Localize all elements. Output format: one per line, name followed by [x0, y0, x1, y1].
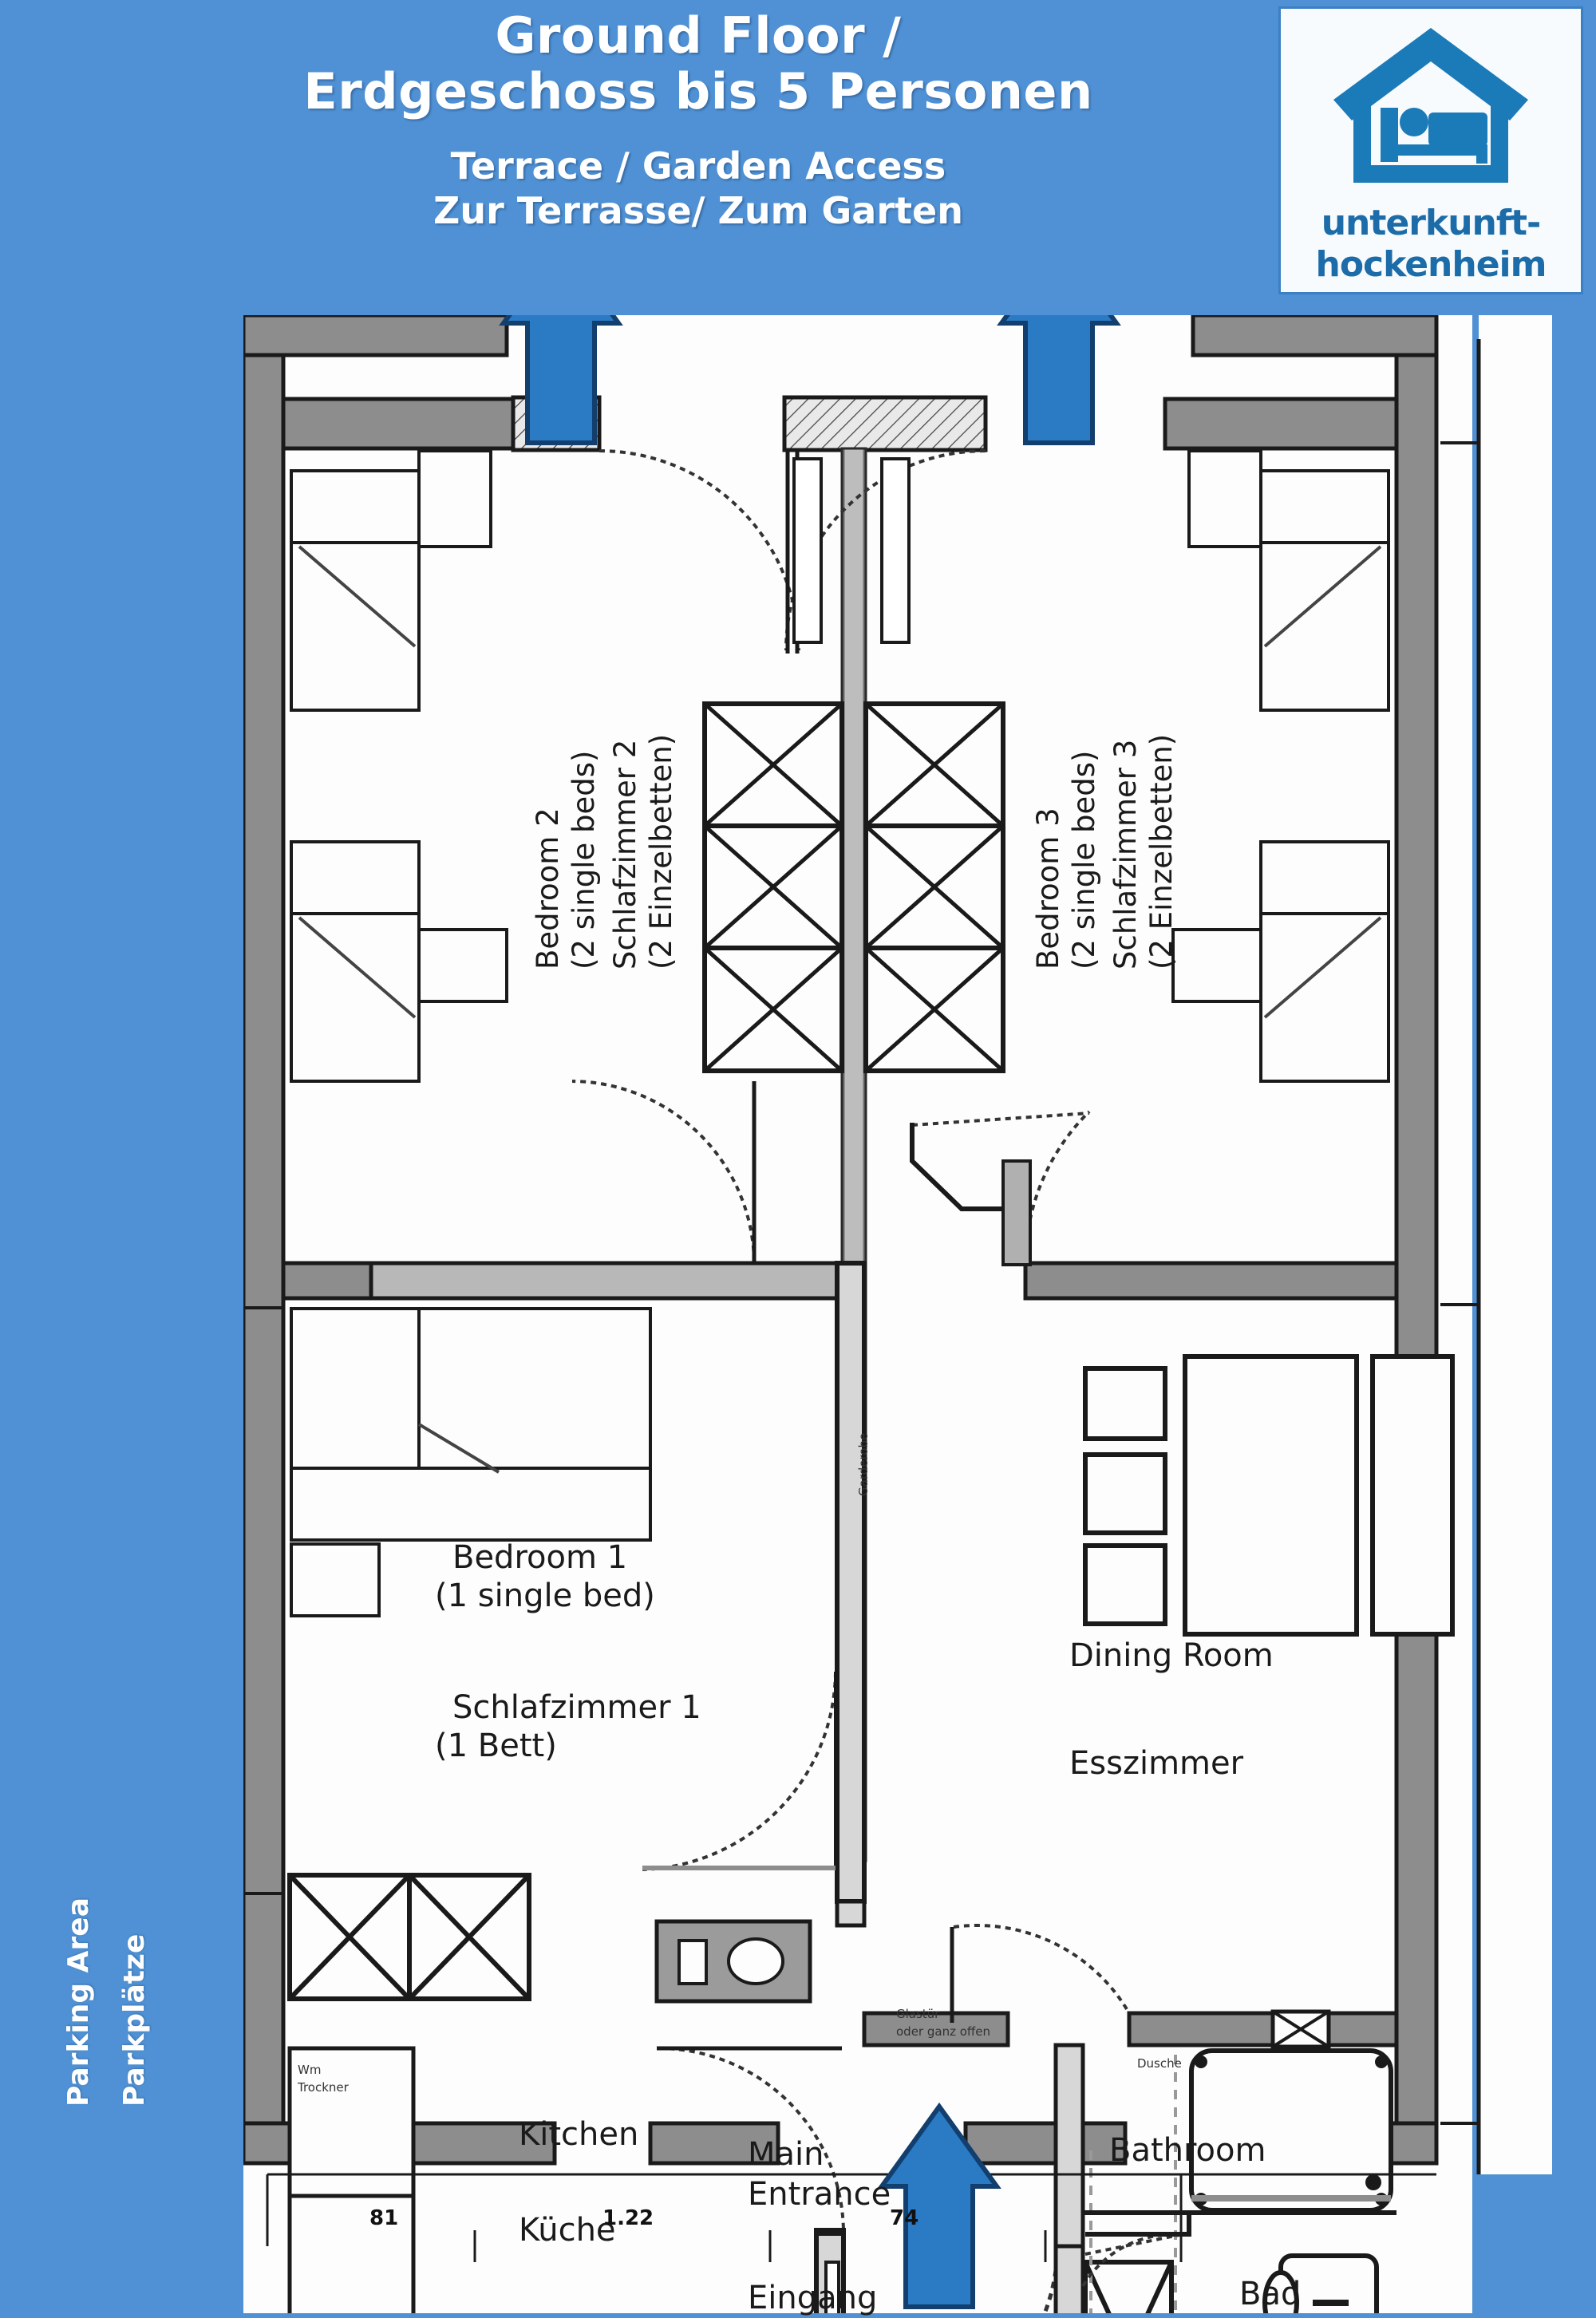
- bedroom-3-label-en-line-1: Bedroom 3: [1031, 808, 1065, 969]
- dimension-value-1: 81: [369, 2206, 399, 2230]
- bedroom-1-label-de-line-2: (1 Bett): [435, 1728, 557, 1764]
- main-entrance-label-line-2: Entrance: [748, 2176, 891, 2213]
- bedroom-3-label-de-line-1: Schlafzimmer 3: [1108, 739, 1143, 969]
- floor-plan-drawing: [243, 315, 1552, 2313]
- hall-fixture-block: [654, 1919, 812, 2004]
- dining-door-swing: [953, 1924, 1131, 2015]
- washer-dryer-note-line-2: Trockner: [298, 2080, 349, 2095]
- bedroom-2-label-en-line-2: (2 single beds): [567, 750, 601, 969]
- washer-dryer-note-line-1: Wm: [298, 2063, 322, 2077]
- shower-note: Dusche: [1137, 2056, 1182, 2071]
- main-entrance-label-line-1: Main: [748, 2136, 824, 2173]
- bedroom-3-door: [910, 1110, 1091, 1266]
- dimension-value-3: 74: [890, 2206, 919, 2230]
- logo-text-line-1: unterkunft-: [1321, 203, 1542, 243]
- brand-logo[interactable]: unterkunft- hockenheim: [1278, 6, 1583, 294]
- kitchen-door-swing: [658, 2047, 845, 2234]
- logo-text-line-2: hockenheim: [1315, 244, 1547, 285]
- bathroom-hall-wall: [1053, 2043, 1085, 2249]
- right-outline: [1440, 339, 1481, 2174]
- entrance-door-swing: [1042, 2245, 1060, 2313]
- bedroom-2-label-de-line-2: (2 Einzelbetten): [644, 733, 678, 969]
- page-title-line-1: Ground Floor /: [495, 6, 902, 65]
- bedroom-3-furniture: [1171, 449, 1390, 1083]
- dimension-line: [266, 2173, 1436, 2262]
- bedroom-1-door-swing: [642, 1671, 837, 1871]
- bedroom-2-label-de-line-1: Schlafzimmer 2: [608, 739, 642, 969]
- bedroom-1-label-en-line-1: Bedroom 1: [452, 1539, 628, 1576]
- floor-plan: Bedroom 2 (2 single beds) Schlafzimmer 2…: [243, 315, 1552, 2316]
- wardrobe-bedroom-2: [702, 701, 844, 1073]
- glass-door-note-line-2: oder ganz offen: [896, 2024, 990, 2039]
- left-outline: [243, 1305, 283, 1895]
- sink-icon: [1262, 2253, 1379, 2313]
- bathroom-dashed-zone: [1089, 2055, 1177, 2313]
- terrace-door-swings: [598, 449, 986, 651]
- terrace-arrow-left: [499, 315, 623, 445]
- page-subtitle-line-2: Zur Terrasse/ Zum Garten: [433, 189, 963, 232]
- bedroom-1-hall-wall: [835, 1261, 867, 1904]
- bedroom-2-bed-corner-lines: [298, 545, 417, 1019]
- subtitle-block: Terrace / Garden Access Zur Terrasse/ Zu…: [144, 144, 1253, 233]
- glass-door-note-line-1: Glastür: [896, 2007, 940, 2021]
- hall-tall-closet: [824, 2261, 840, 2313]
- bedroom-3-label-de-line-2: (2 Einzelbetten): [1144, 733, 1179, 969]
- page-subtitle-line-1: Terrace / Garden Access: [450, 144, 946, 188]
- house-with-bed-icon: [1333, 28, 1528, 183]
- dining-room-label-de: Esszimmer: [1069, 1745, 1244, 1782]
- bedroom-2-furniture: [290, 449, 508, 1083]
- dining-room-furniture: [1083, 1354, 1455, 1637]
- bedroom-1-label-de-line-1: Schlafzimmer 1: [452, 1689, 701, 1726]
- title-block: Ground Floor / Erdgeschoss bis 5 Persone…: [144, 8, 1253, 233]
- parking-area-label-en: Parking Area: [62, 1897, 95, 2107]
- bedroom-2-label-en-line-1: Bedroom 2: [531, 808, 565, 969]
- bedroom-1-closets: [287, 1873, 531, 2001]
- terrace-door-post-center: [782, 395, 988, 452]
- entrance-arrow: [877, 2102, 1001, 2309]
- page-title-line-2: Erdgeschoss bis 5 Personen: [303, 62, 1093, 120]
- bedroom-3-label-en-line-2: (2 single beds): [1067, 750, 1101, 969]
- main-entrance-label-de: Eingang: [748, 2280, 878, 2316]
- logo-text: unterkunft- hockenheim: [1281, 203, 1581, 286]
- dimension-value-2: 1.22: [602, 2206, 654, 2230]
- kitchen-units: [287, 2046, 416, 2313]
- entrance-closet: [1083, 2260, 1174, 2313]
- bathroom-label-de: Bad: [1239, 2276, 1302, 2312]
- terrace-wall-returns: [281, 395, 1399, 452]
- hall-closet-note: Garderobe: [856, 1432, 871, 1496]
- entrance-wall: [1053, 2242, 1085, 2313]
- bedroom-2-door-swing: [571, 1080, 756, 1262]
- terrace-arrow-right: [997, 315, 1121, 445]
- mid-horizontal-wall: [281, 1261, 1399, 1301]
- bedroom-1-furniture: [290, 1307, 652, 1617]
- bedroom-3-bed-corner-lines: [1263, 545, 1382, 1019]
- wardrobe-bedroom-3: [863, 701, 1005, 1073]
- bedroom-1-label-en-line-2: (1 single bed): [435, 1578, 655, 1614]
- page-header: Ground Floor / Erdgeschoss bis 5 Persone…: [0, 0, 1596, 315]
- dining-room-label-en: Dining Room: [1069, 1637, 1274, 1674]
- bedroom-1-bed-corner-line: [417, 1423, 500, 1474]
- bathroom-label-en: Bathroom: [1109, 2132, 1266, 2169]
- kitchen-label-en: Kitchen: [519, 2116, 639, 2153]
- plan-sheet-right-strip: [1479, 315, 1552, 2174]
- terrace-sidelights: [792, 457, 911, 644]
- kitchen-label-de: Küche: [519, 2212, 616, 2249]
- dining-glass-door-wall: [862, 2009, 1399, 2049]
- parking-area-label-de: Parkplätze: [118, 1933, 151, 2107]
